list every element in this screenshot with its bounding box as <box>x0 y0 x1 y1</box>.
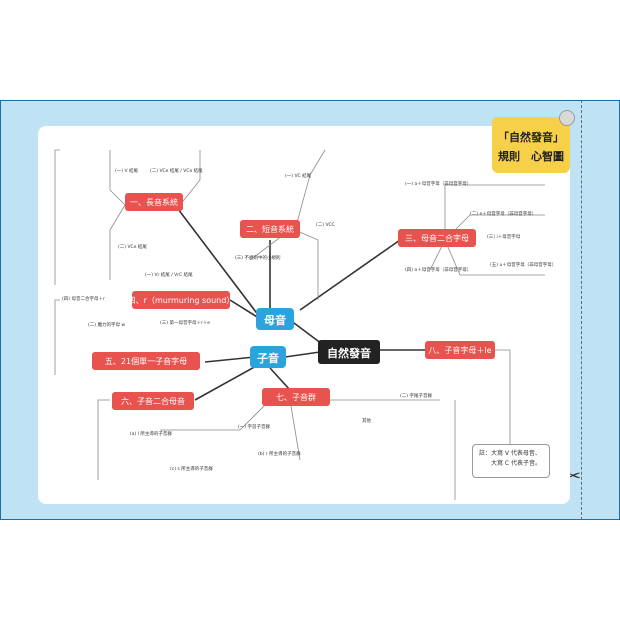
sub-initial-cluster: (一) 字首子音群 <box>238 423 270 430</box>
vowel-node: 母音 <box>256 308 294 330</box>
vowel-label: 母音 <box>264 313 286 327</box>
branch-consonant-le: 八、子音字母＋le <box>428 345 491 355</box>
consonant-label: 子音 <box>257 351 279 365</box>
legend-note: 註：大寫 V 代表母音、 大寫 C 代表子音。 <box>472 444 550 478</box>
sub-i-digraph: (三) i＋母音字母 <box>487 233 521 240</box>
sub-vce-ending: (二) VCe 結尾 / VCe 結尾 <box>150 167 203 174</box>
branch-vowel-digraph: 三、母音二合字母 <box>405 233 469 243</box>
sub-v-ending: (一) V 結尾 <box>115 167 138 174</box>
sub-vc-ending: (一) VC 結尾 <box>285 172 312 179</box>
sub-a-digraph: (一) a＋母音字母（非母音字母） <box>405 180 471 187</box>
sub-vce2: (二) VCe 結尾 <box>118 243 147 250</box>
center-node: 自然發音 <box>318 340 380 364</box>
cut-line <box>581 100 582 520</box>
branch-single-consonant: 五、21個單一子音字母 <box>105 356 187 366</box>
sub-digraph-r: (四) 母音二合字母＋r <box>62 295 105 302</box>
center-label: 自然發音 <box>327 346 371 360</box>
line-consonant-b6 <box>194 364 259 401</box>
sub-vowel-r-e: (三) 第一母音字母＋r＋e <box>160 319 210 326</box>
branch-r-controlled: 四、r（murmuring sound） <box>128 296 235 305</box>
sub-magic-w: (二) 魔力的字母 w <box>88 321 125 328</box>
line-consonant-b5 <box>204 356 256 363</box>
sub-other: 其他 <box>362 417 371 424</box>
sub-irregular-rules: (三) 不規則中的小規則 <box>235 254 281 261</box>
sub-l-cluster: (a) l 所主導的子音群 <box>130 430 172 437</box>
note-line-1: 大寫 V 代表母音、 <box>491 450 541 457</box>
sub-s-cluster: (c) s 所主導的子音群 <box>170 465 213 472</box>
line-center-consonant <box>284 351 321 358</box>
line-vowel-b1 <box>174 204 263 321</box>
sub-o-digraph: (四) o＋母音字母（非母音字母） <box>405 266 471 273</box>
title-line-2: 規則 心智圖 <box>498 150 564 163</box>
title-card: 「自然發音」 規則 心智圖 <box>492 117 570 173</box>
branch-nodes: 一、長音系統 二、短音系統 三、母音二合字母 四、r（murmuring sou… <box>92 193 495 410</box>
connector-lines <box>174 204 425 401</box>
note-label: 註： <box>479 450 492 457</box>
sub-labels: (一) V 結尾 (二) VCe 結尾 / VCe 結尾 (一) VC 結尾 (… <box>62 167 556 472</box>
consonant-node: 子音 <box>250 346 286 368</box>
sub-vcc: (二) VCC <box>316 222 335 228</box>
pushpin-icon <box>559 110 575 126</box>
line-consonant-b7 <box>269 367 291 391</box>
sub-u-digraph: (五) u＋母音字母（非母音字母） <box>490 261 556 268</box>
branch-short-vowel: 二、短音系統 <box>246 224 294 234</box>
branch-consonant-digraph: 六、子音二合母音 <box>121 396 185 406</box>
branch-consonant-cluster: 七、子音群 <box>276 392 316 402</box>
branch-long-vowel: 一、長音系統 <box>130 197 178 207</box>
note-line-2: 大寫 C 代表子音。 <box>491 460 542 467</box>
sub-vr-ending: (一) Vr 結尾 / VrC 結尾 <box>145 271 193 278</box>
title-line-1: 「自然發音」 <box>498 131 564 144</box>
sub-e-digraph: (二) e＋母音字母（非母音字母） <box>470 210 536 217</box>
line-vowel-b3 <box>299 239 401 311</box>
sub-final-cluster: (二) 字尾子音群 <box>400 392 432 399</box>
mind-map-paper <box>38 126 570 504</box>
sub-r-cluster: (b) r 所主導的子音群 <box>258 450 301 457</box>
